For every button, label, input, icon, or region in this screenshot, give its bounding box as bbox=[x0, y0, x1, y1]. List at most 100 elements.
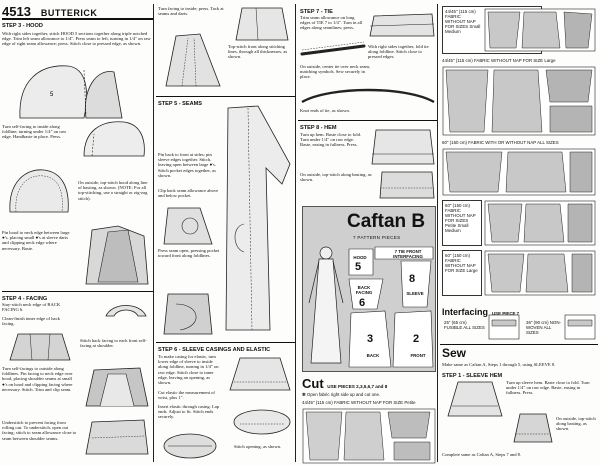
piece-tie-front-interfacing-label: 7 TIE FRONT INTERFACING bbox=[381, 249, 435, 259]
step4-text-d: Turn self-facings to outside along foldl… bbox=[2, 366, 73, 392]
step7-title: STEP 7 - TIE bbox=[300, 9, 333, 15]
turn-hem-illustration bbox=[371, 129, 435, 165]
sew-title: Sew bbox=[442, 346, 467, 360]
layout-60-petite-small-medium: 60" (150 cm) FABRIC WITHOUT NAP FOR SIZE… bbox=[442, 200, 482, 246]
step7-text-c: On outside, center tie over neck seam, m… bbox=[300, 64, 371, 80]
cut-note: ✽ Open fabric right side up and cut one. bbox=[302, 392, 381, 397]
step5-title: STEP 5 - SEAMS bbox=[158, 101, 203, 107]
step7-text-a: Trim seam allowance on long edges of TIE… bbox=[300, 15, 363, 31]
step6-text-d: Stitch opening, as shown. bbox=[234, 444, 282, 449]
caftan-figure-illustration bbox=[308, 246, 344, 364]
cut-layout-caption: 44/45" (115 cm) FABRIC WITHOUT NAP FOR S… bbox=[302, 400, 416, 405]
step3-text-c: On outside, top-stitch hood along line o… bbox=[78, 180, 148, 201]
step6-text-b: Cut elastic the measurement of wrist, pl… bbox=[158, 390, 215, 401]
elastic-insert-illustration bbox=[163, 433, 217, 459]
tie-fold-illustration bbox=[300, 41, 366, 56]
piece-number-2: 2 bbox=[413, 333, 420, 345]
sheet-header: 4513 BUTTERICK bbox=[2, 4, 153, 20]
hem-topstitch-illustration bbox=[379, 171, 435, 199]
layout-44-large-caption: 44/45" (115 cm) FABRIC WITHOUT NAP FOR S… bbox=[442, 58, 556, 63]
step7-text-d: Knot ends of tie, as shown. bbox=[300, 108, 350, 113]
step6-text-a: To make casing for elastic, turn lower e… bbox=[158, 354, 219, 386]
piece-number-3: 3 bbox=[367, 333, 374, 345]
col2-text-topstitch: Top-stitch front along stitching lines, … bbox=[228, 44, 288, 60]
turn-self-facing-illustration bbox=[85, 367, 149, 407]
step3-title: STEP 3 - HOOD bbox=[2, 23, 43, 29]
layout-44-large-pieces bbox=[442, 66, 596, 136]
col2-text-turn-facing: Turn facing to inside; press. Tack at se… bbox=[158, 6, 224, 17]
sleeve-topstitch-illustration bbox=[513, 413, 553, 443]
interfacing-fusible-layout bbox=[488, 314, 520, 340]
layout-60-large-pieces bbox=[484, 250, 596, 296]
piece-back-facing-label: BACK FACING bbox=[355, 285, 373, 295]
pin-hood-illustration bbox=[85, 225, 149, 285]
piece-hood-label: HOOD bbox=[353, 255, 367, 260]
step3-text-b: Turn self-facing to inside along foldlin… bbox=[2, 124, 67, 140]
svg-text:5: 5 bbox=[50, 92, 54, 98]
press-pocket-illustration bbox=[163, 293, 213, 335]
understitch-illustration bbox=[85, 419, 149, 455]
interfacing-non-woven-layout bbox=[564, 314, 596, 340]
step5-text-c: Press seam open, pressing pocket toward … bbox=[158, 248, 220, 259]
back-facing-illustration bbox=[105, 305, 147, 317]
piece-sleeve-label: SLEEVE bbox=[406, 291, 424, 296]
sleeve-hem-illustration bbox=[447, 381, 503, 417]
piece-number-6: 6 bbox=[359, 297, 366, 309]
pattern-pieces-illustration bbox=[348, 246, 434, 368]
step3-text-a: With right sides together, stitch HOOD 5… bbox=[2, 31, 151, 47]
cut-subtitle: USE PIECES 2,3,5,6,7 and 8 bbox=[327, 384, 388, 389]
step4-text-c: Stitch back facing to each front self-fa… bbox=[80, 338, 147, 349]
side-seam-illustration bbox=[225, 105, 291, 331]
tack-facing-illustration bbox=[235, 7, 289, 41]
topstitch-front-illustration bbox=[165, 33, 221, 87]
complete-text: Complete same as Caftan A, Steps 7 and 8… bbox=[442, 452, 522, 457]
self-facing-illustration bbox=[83, 121, 145, 157]
step8-title: STEP 8 - HEM bbox=[300, 125, 337, 131]
interfacing-fusible: 25" (65 cm) FUSIBLE ALL SIZES bbox=[444, 320, 485, 330]
step1-text-b: On outside, top-stitch along basting, as… bbox=[556, 416, 596, 432]
step6-title: STEP 6 - SLEEVE CASINGS AND ELASTIC bbox=[158, 347, 271, 353]
clip-seam-illustration bbox=[163, 207, 213, 245]
step1-sleeve-hem-title: STEP 1 - SLEEVE HEM bbox=[442, 373, 503, 379]
piece-number-8: 8 bbox=[409, 273, 416, 285]
hood-seam-illustration: 5 bbox=[19, 65, 123, 119]
column-layouts-sew: 44/45" (115 cm) FABRIC WITHOUT NAP FOR S… bbox=[440, 4, 598, 462]
column-tie-hem-caftan: STEP 7 - TIE Trim seam allowance on long… bbox=[298, 4, 438, 464]
cutting-layout-petite bbox=[302, 408, 436, 464]
layout-44-small-medium-pieces bbox=[484, 8, 596, 52]
step7-text-b: With right sides together, fold tie alon… bbox=[368, 44, 429, 60]
facing-shoulder-illustration bbox=[9, 333, 71, 361]
tie-pressed-illustration bbox=[369, 13, 435, 37]
pattern-number: 4513 bbox=[2, 4, 31, 19]
center-tie-illustration bbox=[301, 88, 435, 104]
cut-title: Cut USE PIECES 2,3,5,6,7 and 8 bbox=[302, 376, 388, 391]
interfacing-non-woven: 36" (90 cm) NON-WOVEN ALL SIZES bbox=[526, 320, 561, 335]
step8-text-a: Turn up hem. Baste close to fold. Turn u… bbox=[300, 132, 362, 148]
piece-back-label: BACK bbox=[366, 353, 380, 358]
step4-title: STEP 4 - FACING bbox=[2, 296, 48, 302]
caftan-title: Caftan B bbox=[347, 211, 426, 232]
piece-number-5: 5 bbox=[355, 261, 362, 273]
step4-text-a: Stay-stitch neck edge of BACK FACING 6. bbox=[2, 302, 61, 313]
piece-front-label: FRONT bbox=[410, 353, 426, 358]
interfacing-heading: Interfacing USE PIECE 7 bbox=[442, 307, 520, 317]
layout-60-psm-pieces bbox=[484, 200, 596, 246]
sleeve-casing-illustration bbox=[229, 357, 291, 391]
step6-text-c: Insert elastic through casing. Lap ends.… bbox=[158, 404, 220, 420]
step3-text-d: Pin hood to neck edge between large ●'s,… bbox=[2, 230, 70, 251]
step5-text-b: Clip back seam allowance above and below… bbox=[158, 188, 219, 199]
step5-text-a: Pin back to front at sides; pin sleeve e… bbox=[158, 152, 216, 178]
stitch-opening-illustration bbox=[233, 409, 291, 435]
step8-text-b: On outside, top-stitch along basting, as… bbox=[300, 172, 372, 183]
step1-text-a: Turn up sleeve hem. Baste close to fold.… bbox=[506, 380, 590, 396]
column-seams-casings: Turn facing to inside; press. Tack at se… bbox=[156, 4, 296, 462]
layout-60-all-pieces bbox=[442, 148, 596, 196]
piece-number-7: 7 bbox=[394, 249, 398, 254]
step4-text-b: Clean-finish inner edge of back facing. bbox=[2, 316, 60, 327]
sew-text: Make same as Caftan A, Steps 1 through 5… bbox=[442, 362, 556, 367]
caftan-b-pattern-panel: Caftan B 7 PATTERN PIECES 7 TIE FRONT IN… bbox=[302, 206, 436, 372]
interfacing-use: USE PIECE 7 bbox=[492, 311, 520, 316]
topstitch-hood-illustration bbox=[9, 169, 69, 213]
brand-name: BUTTERICK bbox=[40, 8, 98, 18]
